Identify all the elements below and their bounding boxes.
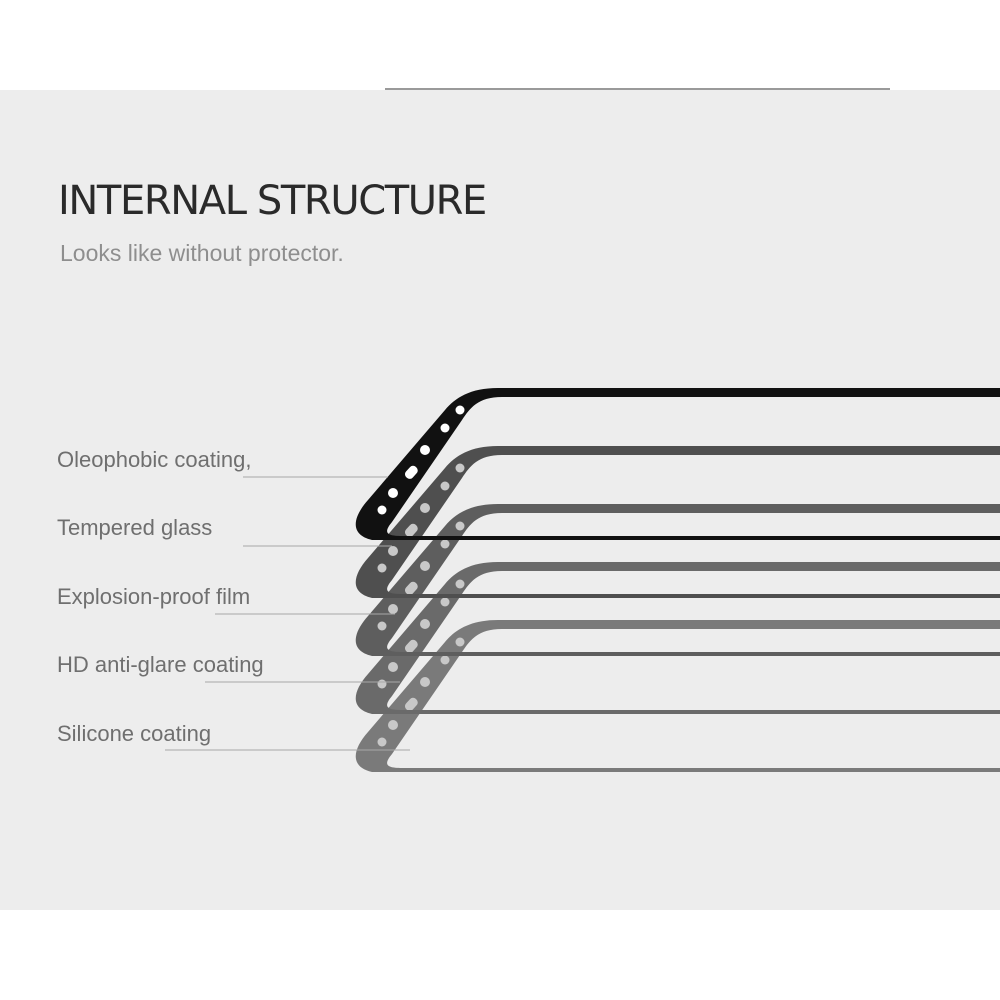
layer-label-oleophobic: Oleophobic coating,	[57, 447, 252, 472]
layer-label-tempered-glass: Tempered glass	[57, 515, 213, 540]
leader-lines	[165, 476, 410, 751]
layer-label-explosion-proof: Explosion-proof film	[57, 584, 251, 609]
page-subtitle: Looks like without protector.	[60, 240, 344, 266]
layer-silicone	[355, 620, 1000, 772]
layer-label-anti-glare: HD anti-glare coating	[57, 652, 264, 677]
layer-label-silicone: Silicone coating	[57, 721, 212, 746]
top-divider	[385, 88, 890, 90]
content-panel	[0, 90, 1000, 910]
page-title: INTERNAL STRUCTURE	[58, 178, 487, 224]
